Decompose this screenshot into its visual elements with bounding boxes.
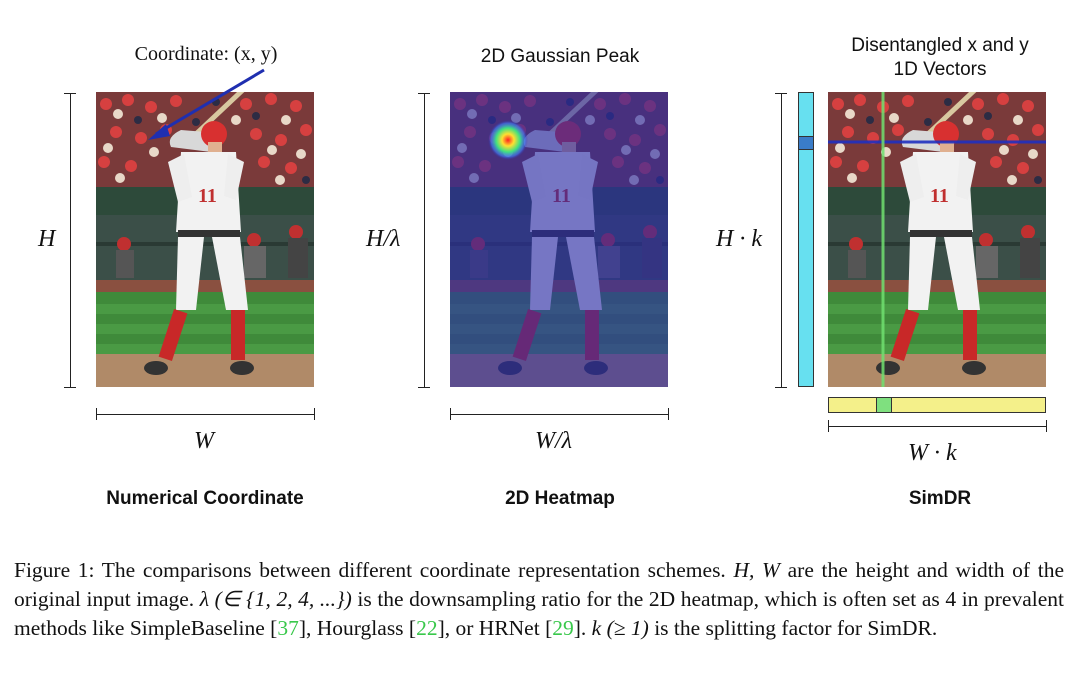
width-label: W/λ bbox=[535, 428, 573, 454]
panel-label-heatmap: 2D Heatmap bbox=[505, 488, 615, 509]
citation-link[interactable]: 22 bbox=[416, 616, 438, 640]
panel-title-coordinate: Coordinate: (x, y) bbox=[96, 42, 316, 67]
y-vector bbox=[798, 92, 814, 387]
caption-text: is the splitting factor for SimDR. bbox=[648, 616, 938, 640]
caption-text: Figure 1: The comparisons between differ… bbox=[14, 558, 734, 582]
caption-text: are the height and width of the original… bbox=[14, 558, 1065, 611]
caption-math: k (≥ 1) bbox=[591, 616, 649, 640]
width-tick-right bbox=[668, 408, 669, 420]
panel-title-disentangled: Disentangled x and y 1D Vectors bbox=[820, 34, 1060, 82]
width-tick-right bbox=[314, 408, 315, 420]
citation-link[interactable]: 37 bbox=[277, 616, 299, 640]
caption-math: λ (∈ {1, 2, 4, ...}) bbox=[199, 587, 352, 611]
height-tick-bottom bbox=[64, 387, 76, 388]
caption-text: is the downsampling ratio for the 2D hea… bbox=[14, 587, 1065, 640]
figure-caption: Figure 1: The comparisons between differ… bbox=[14, 556, 1064, 643]
x-vector-highlight bbox=[876, 397, 892, 413]
caption-math: H, W bbox=[733, 558, 780, 582]
height-tick-bottom bbox=[418, 387, 430, 388]
width-bracket bbox=[96, 414, 314, 415]
panel-label-numerical: Numerical Coordinate bbox=[106, 488, 304, 509]
simdr-photo bbox=[828, 92, 1046, 387]
coordinate-title-text: Coordinate: (x, y) bbox=[134, 43, 278, 65]
y-vector-highlight bbox=[798, 136, 814, 150]
width-bracket bbox=[450, 414, 668, 415]
panel-label-simdr: SimDR bbox=[908, 488, 972, 509]
height-label: H · k bbox=[716, 226, 762, 252]
height-label: H bbox=[38, 226, 56, 252]
width-bracket bbox=[828, 426, 1046, 427]
title-line-2: 1D Vectors bbox=[893, 59, 987, 80]
gaussian-peak-icon bbox=[488, 120, 528, 160]
height-label: H/λ bbox=[366, 226, 401, 252]
x-vector bbox=[828, 397, 1046, 413]
height-tick-bottom bbox=[775, 387, 787, 388]
height-bracket bbox=[70, 93, 71, 387]
citation-link[interactable]: 29 bbox=[552, 616, 574, 640]
heatmap-photo bbox=[450, 92, 668, 387]
width-tick-right bbox=[1046, 420, 1047, 432]
caption-text: ], Hourglass [ bbox=[298, 616, 417, 640]
caption-text: ]. bbox=[573, 616, 592, 640]
width-label: W bbox=[194, 428, 214, 454]
width-label: W · k bbox=[908, 440, 957, 466]
panel-title-gaussian: 2D Gaussian Peak bbox=[480, 46, 640, 67]
height-bracket bbox=[424, 93, 425, 387]
blue-arrow-icon bbox=[148, 68, 265, 140]
title-line-1: Disentangled x and y bbox=[851, 35, 1029, 56]
caption-text: ], or HRNet [ bbox=[437, 616, 553, 640]
height-bracket bbox=[781, 93, 782, 387]
